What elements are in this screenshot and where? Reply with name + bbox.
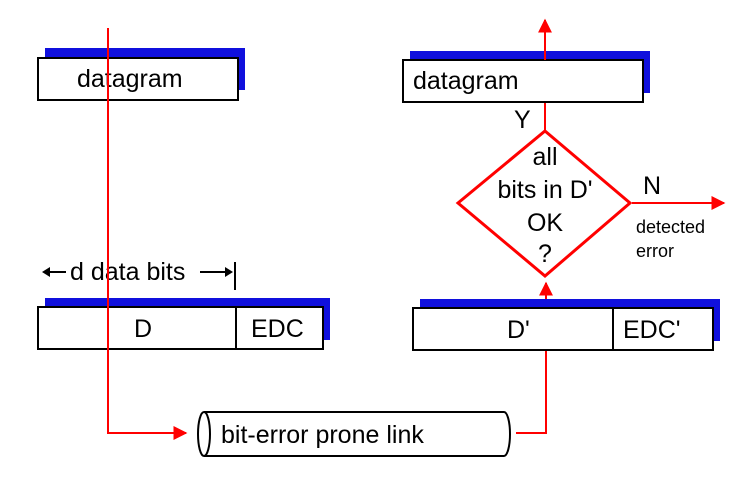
sender-data-label: D	[134, 315, 152, 343]
decision-line-4: ?	[538, 240, 552, 268]
receiver-datagram-label: datagram	[413, 67, 519, 95]
sender-datagram-rect	[37, 57, 239, 101]
span-arrowhead-left	[42, 267, 50, 277]
sender-frame-box: D EDC	[37, 298, 330, 350]
link-left-end	[197, 411, 211, 457]
error-line-1: detected	[636, 217, 705, 237]
receiver-datagram-box: datagram	[402, 51, 650, 103]
decision-diamond	[455, 129, 633, 278]
link-cylinder: bit-error prone link	[197, 411, 511, 457]
sender-span-label: d data bits	[70, 258, 185, 286]
receiver-data-label: D'	[507, 316, 530, 344]
span-arrowhead-right	[225, 267, 233, 277]
yes-label: Y	[514, 106, 531, 134]
receiver-datagram-rect	[402, 59, 644, 103]
link-right-end	[503, 411, 511, 457]
error-line-2: error	[636, 241, 674, 261]
decision-line-2: bits in D'	[497, 176, 592, 204]
sender-flow-line	[107, 28, 188, 440]
link-label: bit-error prone link	[221, 421, 424, 449]
decision-node: all bits in D' OK ?	[455, 129, 633, 278]
no-label: N	[643, 172, 661, 200]
decision-line-1: all	[532, 143, 557, 171]
link-body	[204, 412, 504, 456]
sender-frame-rect	[37, 306, 324, 350]
decision-line-3: OK	[527, 209, 563, 237]
receiver-frame-rect	[412, 307, 714, 351]
sender-edc-label: EDC	[251, 315, 304, 343]
sender-datagram-box: datagram	[37, 48, 245, 101]
receiver-frame-box: D' EDC'	[412, 299, 720, 351]
receiver-edc-label: EDC'	[623, 316, 681, 344]
sender-datagram-label: datagram	[77, 65, 183, 93]
sender-span-indicator: d data bits	[42, 258, 236, 290]
